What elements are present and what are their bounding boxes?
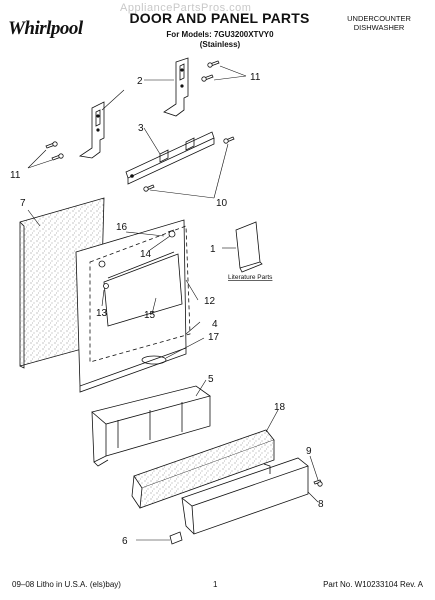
hinge-bracket-right	[163, 57, 189, 117]
footer-part-number: Part No. W10233104 Rev. A	[323, 580, 423, 589]
lower-front-panel	[181, 457, 309, 535]
callout-2: 2	[137, 76, 143, 87]
callout-1: 1	[210, 244, 216, 255]
callout-11-right: 11	[250, 72, 261, 83]
hinge-bracket-left	[78, 101, 105, 159]
callout-18: 18	[274, 402, 286, 413]
callout-6: 6	[122, 536, 128, 547]
model-line: For Models: 7GU3200XTVY0	[166, 30, 274, 39]
product-type: UNDERCOUNTER DISHWASHER	[329, 14, 429, 32]
footer-print-info: 09–08 Litho in U.S.A. (els)bay)	[12, 580, 121, 589]
screw-group-11-right	[201, 60, 220, 82]
callout-17: 17	[208, 332, 220, 343]
callout-9: 9	[306, 446, 312, 457]
screw-group-10	[143, 136, 235, 192]
callout-numbers: 1 2 3 4 5 6 7 8 9 10 11 11 12 13 14 15 1…	[10, 72, 324, 547]
leader-lines	[27, 65, 319, 541]
brand-logo: Whirlpool	[8, 18, 83, 39]
door-strike-bracket	[125, 131, 215, 185]
clip-6	[169, 531, 183, 545]
model-info: For Models: 7GU3200XTVY0 (Stainless)	[150, 30, 290, 50]
panel-insulation-strip	[131, 429, 275, 509]
control-panel-frame	[91, 385, 211, 467]
callout-5: 5	[208, 374, 214, 385]
product-type-line2: DISHWASHER	[353, 23, 405, 32]
callout-12: 12	[204, 296, 216, 307]
page-title: DOOR AND PANEL PARTS	[129, 10, 310, 26]
callout-16: 16	[116, 222, 128, 233]
footer-page-number: 1	[213, 580, 218, 589]
screw-9	[313, 479, 323, 487]
screw-group-11-left	[45, 141, 64, 161]
watermark-text: AppliancePartsPros.com	[120, 2, 252, 14]
callout-8: 8	[318, 499, 324, 510]
callout-10: 10	[216, 198, 228, 209]
literature-parts-label: Literature Parts	[228, 274, 273, 281]
callout-3: 3	[138, 123, 144, 134]
product-type-line1: UNDERCOUNTER	[347, 14, 411, 23]
callout-15: 15	[144, 310, 156, 321]
callout-4: 4	[212, 319, 218, 330]
model-finish: (Stainless)	[199, 40, 241, 49]
callout-11-left: 11	[10, 170, 21, 181]
callout-7: 7	[20, 198, 26, 209]
door-hinge-pins	[98, 229, 176, 289]
callout-13: 13	[96, 308, 108, 319]
callout-14: 14	[140, 249, 152, 260]
literature-booklet	[235, 221, 263, 273]
